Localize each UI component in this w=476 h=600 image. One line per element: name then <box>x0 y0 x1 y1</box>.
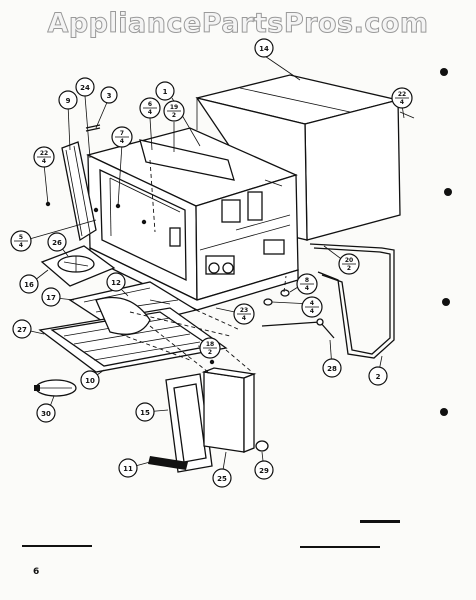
callout-10: 10 <box>80 370 100 390</box>
light-bulb <box>34 379 77 397</box>
callout-11-label: 11 <box>123 465 133 473</box>
callout-6-4-bottom: 4 <box>148 109 152 116</box>
callout-3: 3 <box>100 86 118 104</box>
callout-30: 30 <box>36 403 56 423</box>
dashed-assembly-lines <box>119 159 287 373</box>
callout-10-label: 10 <box>85 377 95 385</box>
callout-4-4-bottom: 4 <box>310 308 314 315</box>
callout-2-label: 2 <box>376 373 381 381</box>
screws <box>45 201 290 365</box>
callout-28: 28 <box>322 358 342 378</box>
watermark: AppliancePartsPros.com <box>47 8 429 40</box>
trim-strip <box>148 456 188 470</box>
callout-5-4-bottom: 4 <box>19 242 23 249</box>
callout-28-label: 28 <box>327 365 337 373</box>
door-clip <box>85 124 101 132</box>
callout-15: 15 <box>135 402 155 422</box>
fan-assembly <box>40 245 116 287</box>
knob <box>255 440 269 452</box>
callout-22-4-left-top: 22 <box>40 150 48 157</box>
callout-26: 26 <box>47 232 67 252</box>
callout-1-label: 1 <box>163 88 168 96</box>
callout-3-label: 3 <box>107 92 112 100</box>
callout-22-4-right-bottom: 4 <box>400 99 404 106</box>
callout-15-label: 15 <box>140 409 150 417</box>
callout-27-label: 27 <box>17 326 27 334</box>
callout-26-label: 26 <box>52 239 62 247</box>
control-box <box>201 367 257 453</box>
callout-22-4-left-bottom: 4 <box>42 158 46 165</box>
callout-6-4-top: 6 <box>148 101 152 108</box>
callout-9: 9 <box>58 90 78 110</box>
scan-marks <box>22 68 452 548</box>
door-panel <box>61 141 97 242</box>
callout-27: 27 <box>12 319 32 339</box>
callout-4-4-top: 4 <box>310 300 314 307</box>
callout-7-4-bottom: 4 <box>120 138 124 145</box>
door-glass-frame <box>165 373 213 473</box>
callout-22-4-right-top: 22 <box>398 91 406 98</box>
callout-22-4-right: 22 4 <box>391 87 413 109</box>
callout-23-4: 23 4 <box>233 303 255 325</box>
callout-14-label: 14 <box>259 45 269 53</box>
callout-18-2: 18 2 <box>199 337 221 359</box>
callout-5-4: 5 4 <box>10 230 32 252</box>
oven-chassis <box>86 127 299 311</box>
callout-18-2-top: 18 <box>206 341 214 348</box>
callout-8-4-top: 8 <box>305 277 309 284</box>
callout-19-2: 19 2 <box>163 100 185 122</box>
callout-4-4: 4 4 <box>301 296 323 318</box>
callout-25-label: 25 <box>217 475 227 483</box>
callout-16-label: 16 <box>24 281 34 289</box>
callout-24-label: 24 <box>80 84 90 92</box>
callout-24: 24 <box>75 77 95 97</box>
callout-12-label: 12 <box>111 279 121 287</box>
callout-20-2-top: 20 <box>345 257 353 264</box>
callout-30-label: 30 <box>41 410 51 418</box>
callout-20-2: 20 2 <box>338 253 360 275</box>
callout-20-2-bottom: 2 <box>347 265 351 272</box>
callout-7-4: 7 4 <box>111 126 133 148</box>
callout-25: 25 <box>212 468 232 488</box>
wire-harness <box>309 243 395 359</box>
callout-8-4: 8 4 <box>296 273 318 295</box>
callout-17: 17 <box>41 287 61 307</box>
callout-29: 29 <box>254 460 274 480</box>
page-number: 6 <box>33 567 40 577</box>
callout-18-2-bottom: 2 <box>208 349 212 356</box>
callout-17-label: 17 <box>46 294 56 302</box>
callout-2: 2 <box>368 366 388 386</box>
callout-7-4-top: 7 <box>120 130 124 137</box>
callout-23-4-top: 23 <box>240 307 248 314</box>
callout-6-4: 6 4 <box>139 97 161 119</box>
callout-9-label: 9 <box>66 97 71 105</box>
callout-22-4-left: 22 4 <box>33 146 55 168</box>
callout-12: 12 <box>106 272 126 292</box>
callout-11: 11 <box>118 458 138 478</box>
callout-29-label: 29 <box>259 467 269 475</box>
callout-5-4-top: 5 <box>19 234 23 241</box>
callout-16: 16 <box>19 274 39 294</box>
cord <box>261 318 335 339</box>
callout-1: 1 <box>155 81 175 101</box>
callout-19-2-top: 19 <box>170 104 178 111</box>
callout-23-4-bottom: 4 <box>242 315 246 322</box>
callout-14: 14 <box>254 38 274 58</box>
callout-8-4-bottom: 4 <box>305 285 309 292</box>
callout-19-2-bottom: 2 <box>172 112 176 119</box>
